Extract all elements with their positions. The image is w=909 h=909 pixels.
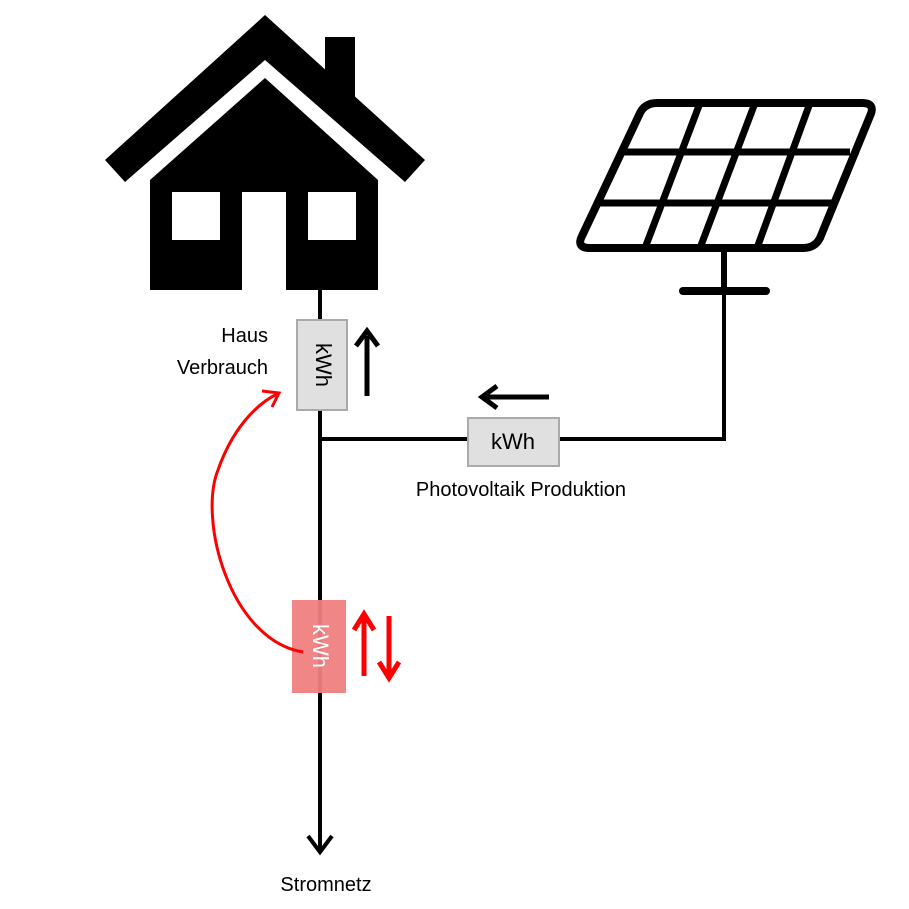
house-consumption-label-line2: Verbrauch bbox=[177, 357, 268, 379]
grid-meter-unit: kWh bbox=[308, 624, 333, 668]
house-icon bbox=[105, 15, 425, 290]
wiring bbox=[306, 290, 726, 856]
production-arrow bbox=[477, 383, 549, 411]
house-meter-unit: kWh bbox=[311, 343, 336, 387]
house-meter: kWh bbox=[296, 319, 348, 411]
grid-arrow-head bbox=[306, 834, 334, 856]
pv-meter: kWh bbox=[467, 417, 560, 467]
solar-panel-icon bbox=[576, 99, 876, 295]
pv-meter-unit: kWh bbox=[491, 429, 535, 454]
house-consumption-label-line1: Haus bbox=[221, 325, 268, 347]
feedback-curve-arrow bbox=[210, 389, 304, 654]
grid-meter: kWh bbox=[292, 600, 346, 693]
grid-label: Stromnetz bbox=[280, 874, 371, 896]
pv-production-label: Photovoltaik Produktion bbox=[416, 479, 626, 501]
bidirectional-arrows bbox=[351, 609, 402, 683]
consumption-arrow bbox=[353, 326, 381, 396]
